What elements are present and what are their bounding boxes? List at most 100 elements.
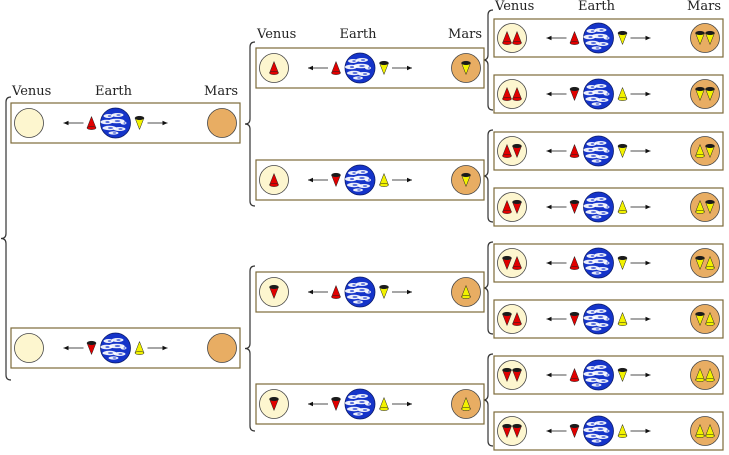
mars-column-label: Mars bbox=[687, 0, 721, 14]
right-arrow-icon bbox=[630, 35, 651, 41]
venus-cone-icon bbox=[502, 30, 512, 45]
earth-icon bbox=[100, 332, 131, 364]
venus-planet bbox=[497, 304, 527, 334]
mars-planet bbox=[690, 136, 720, 166]
right-arrow-icon bbox=[630, 148, 651, 154]
earth-icon bbox=[344, 388, 376, 420]
mars-planet bbox=[690, 416, 720, 446]
earth-right-cone-icon bbox=[379, 172, 389, 187]
state-boxes bbox=[10, 18, 724, 451]
left-arrow-icon bbox=[546, 35, 567, 41]
earth-left-cone-icon bbox=[569, 311, 580, 327]
venus-planet bbox=[497, 79, 527, 109]
earth-icon bbox=[583, 191, 614, 223]
right-arrow-icon bbox=[392, 289, 412, 295]
left-arrow-icon bbox=[546, 372, 567, 378]
left-arrow-icon bbox=[546, 260, 567, 266]
venus-planet bbox=[497, 360, 527, 390]
right-arrow-icon bbox=[630, 260, 651, 266]
right-arrow-icon bbox=[147, 345, 168, 351]
earth-column-label: Earth bbox=[339, 27, 377, 42]
mars-cone-icon bbox=[705, 199, 715, 215]
state-box bbox=[255, 159, 485, 201]
earth-left-cone-icon bbox=[569, 423, 580, 439]
earth-icon bbox=[583, 22, 614, 54]
state-box bbox=[493, 18, 724, 58]
mars-planet bbox=[690, 304, 720, 334]
mars-cone-icon bbox=[695, 311, 705, 327]
venus-cone-icon bbox=[502, 143, 512, 158]
earth-left-cone-icon bbox=[86, 115, 97, 130]
venus-cone-icon bbox=[269, 396, 279, 412]
left-arrow-icon bbox=[63, 345, 84, 351]
earth-right-cone-icon bbox=[134, 340, 145, 355]
left-arrow-icon bbox=[308, 289, 328, 295]
venus-column-label: Venus bbox=[256, 27, 296, 42]
mars-column-label: Mars bbox=[448, 27, 482, 42]
state-box bbox=[10, 327, 241, 369]
mars-cone-icon bbox=[705, 367, 715, 382]
mars-cone-icon bbox=[461, 396, 471, 411]
right-arrow-icon bbox=[392, 65, 412, 71]
earth-left-cone-icon bbox=[331, 60, 341, 75]
earth-left-cone-icon bbox=[331, 284, 341, 299]
venus-planet bbox=[497, 416, 527, 446]
venus-cone-icon bbox=[512, 423, 522, 439]
right-arrow-icon bbox=[630, 91, 651, 97]
state-box bbox=[493, 187, 724, 227]
left-arrow-icon bbox=[308, 401, 328, 407]
earth-right-cone-icon bbox=[379, 396, 389, 411]
earth-right-cone-icon bbox=[617, 255, 628, 271]
earth-icon bbox=[344, 164, 376, 196]
venus-cone-icon bbox=[269, 172, 279, 187]
earth-left-cone-icon bbox=[569, 255, 580, 270]
venus-cone-icon bbox=[512, 255, 522, 270]
venus-column-label: Venus bbox=[494, 0, 534, 14]
mars-cone-icon bbox=[705, 143, 715, 159]
earth-right-cone-icon bbox=[617, 199, 628, 214]
earth-icon bbox=[583, 135, 614, 167]
earth-right-cone-icon bbox=[617, 86, 628, 101]
earth-right-cone-icon bbox=[379, 60, 389, 76]
earth-right-cone-icon bbox=[617, 30, 628, 46]
venus-cone-icon bbox=[512, 143, 522, 159]
mars-cone-icon bbox=[695, 199, 705, 214]
mars-cone-icon bbox=[705, 255, 715, 270]
left-arrow-icon bbox=[546, 428, 567, 434]
mars-cone-icon bbox=[695, 423, 705, 438]
left-arrow-icon bbox=[308, 65, 328, 71]
earth-icon bbox=[583, 415, 614, 447]
state-box bbox=[255, 383, 485, 425]
mars-cone-icon bbox=[695, 143, 705, 158]
left-arrow-icon bbox=[63, 120, 84, 126]
earth-left-cone-icon bbox=[86, 340, 97, 356]
mars-cone-icon bbox=[705, 86, 715, 102]
venus-planet bbox=[497, 248, 527, 278]
venus-column-label: Venus bbox=[11, 84, 51, 99]
state-box bbox=[493, 131, 724, 171]
mars-planet bbox=[207, 108, 237, 138]
mars-cone-icon bbox=[461, 284, 471, 299]
venus-cone-icon bbox=[512, 199, 522, 215]
right-arrow-icon bbox=[630, 428, 651, 434]
header-level-3: Venus Earth Mars bbox=[494, 0, 721, 14]
state-box bbox=[493, 243, 724, 283]
state-box bbox=[493, 299, 724, 339]
venus-cone-icon bbox=[269, 60, 279, 75]
earth-right-cone-icon bbox=[134, 115, 145, 131]
earth-icon bbox=[583, 303, 614, 335]
venus-planet bbox=[497, 136, 527, 166]
earth-column-label: Earth bbox=[578, 0, 616, 14]
earth-left-cone-icon bbox=[331, 172, 341, 188]
earth-left-cone-icon bbox=[569, 367, 580, 382]
mars-cone-icon bbox=[461, 172, 471, 188]
brace-root bbox=[0, 96, 12, 381]
earth-left-cone-icon bbox=[569, 30, 580, 45]
earth-icon bbox=[583, 78, 614, 110]
earth-icon bbox=[344, 276, 376, 308]
earth-right-cone-icon bbox=[379, 284, 389, 300]
state-box bbox=[10, 102, 241, 144]
mars-cone-icon bbox=[695, 367, 705, 382]
mars-column-label: Mars bbox=[204, 84, 238, 99]
